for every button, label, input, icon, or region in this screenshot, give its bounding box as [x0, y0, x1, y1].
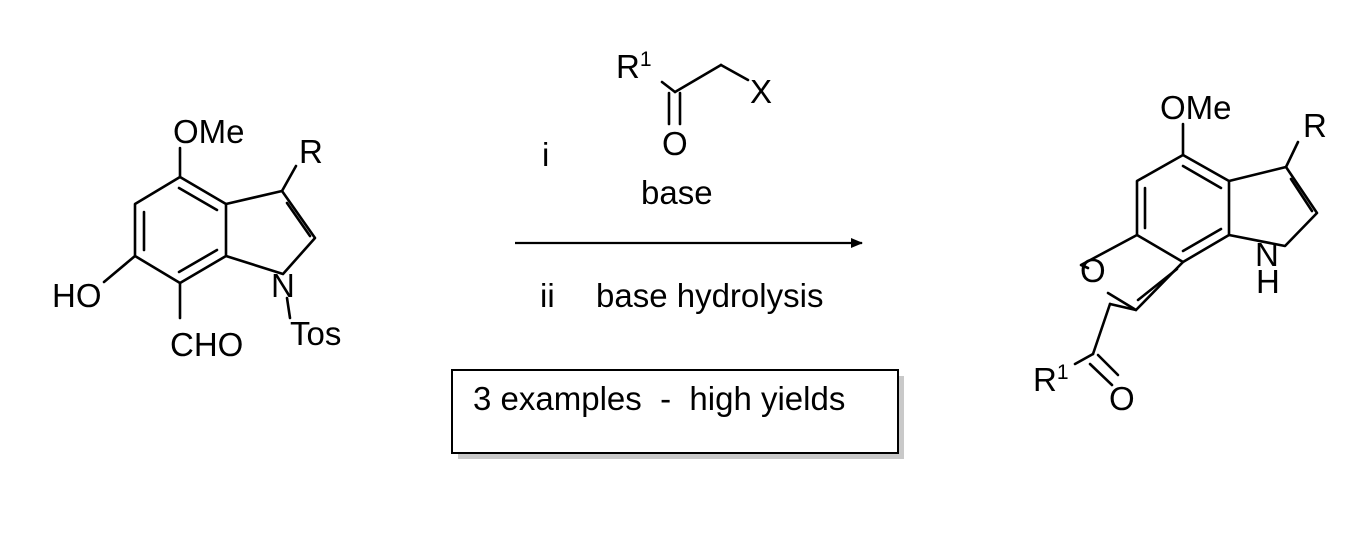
reagent-structure: R1 X O	[616, 48, 772, 162]
product-acyl-o-label: O	[1109, 380, 1135, 417]
reagent-x-label: X	[750, 73, 772, 110]
step2-text: base hydrolysis	[596, 277, 823, 314]
product-pyrrole-ring	[1227, 165, 1319, 248]
reagent-r-label: R1	[616, 48, 652, 85]
reactant-ho-label: HO	[52, 277, 102, 314]
summary-box	[451, 369, 899, 454]
step1-text: base	[641, 174, 713, 211]
reactant-r-label: R	[299, 133, 323, 170]
reactant-structure: OMe R HO CHO N Tos	[52, 113, 341, 363]
reactant-tos-label: Tos	[290, 315, 341, 352]
reaction-conditions: i base ii base hydrolysis 3 examples - h…	[451, 136, 904, 459]
product-structure: OMe R O N H R1 O	[1033, 89, 1327, 417]
step1-label: i	[542, 136, 549, 173]
reactant-ome-label: OMe	[173, 113, 245, 150]
reactant-n-label: N	[271, 267, 295, 304]
product-acyl-r-label: R1	[1033, 361, 1069, 398]
product-ome-label: OMe	[1160, 89, 1232, 126]
product-furan-o-label: O	[1080, 252, 1106, 289]
step2-label: ii	[540, 277, 555, 314]
reactant-benzene-ring	[133, 175, 228, 285]
reactant-pyrrole-ring	[224, 189, 317, 276]
summary-text: 3 examples - high yields	[473, 380, 845, 417]
reactant-cho-label: CHO	[170, 326, 243, 363]
product-r-label: R	[1303, 107, 1327, 144]
product-benzene-ring	[1135, 153, 1231, 264]
product-nh-n-label: N	[1255, 236, 1279, 273]
product-nh-h-label: H	[1256, 263, 1280, 300]
reagent-o-label: O	[662, 125, 688, 162]
